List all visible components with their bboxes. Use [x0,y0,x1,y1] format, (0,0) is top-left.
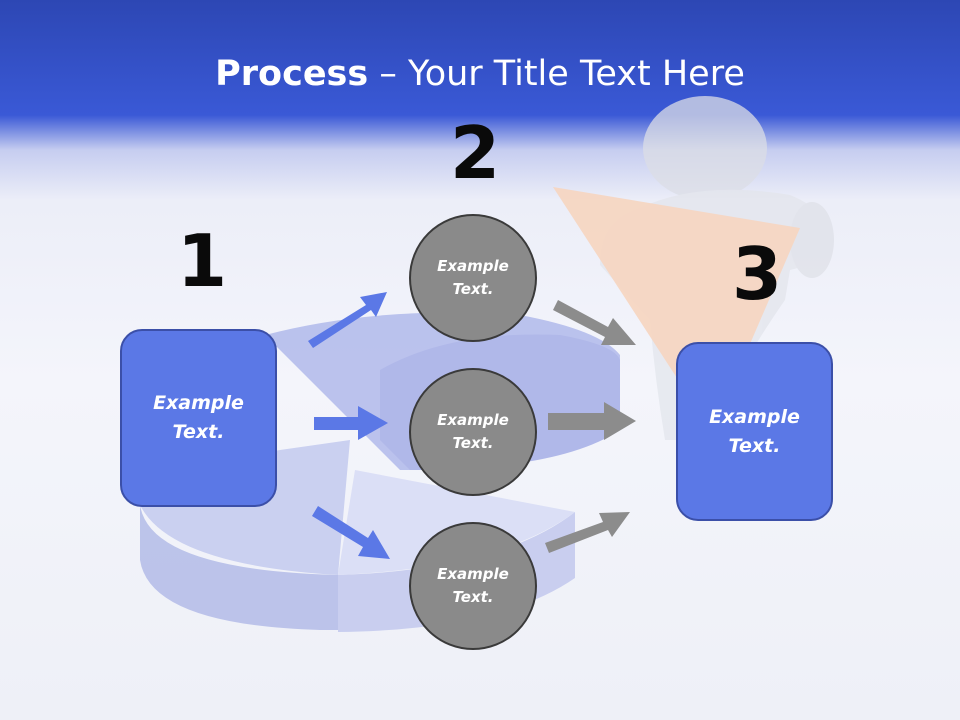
blue-arrow-down [312,506,390,559]
title-bold: Process [215,54,369,94]
step-circle-2-label: Example Text. [437,411,509,452]
gray-arrow-up [545,512,630,553]
blue-arrow-right [314,406,388,440]
step-number-2: 2 [450,111,501,195]
title-rest: – Your Title Text Here [368,54,745,94]
step-box-1: Example Text. [120,329,277,507]
blue-arrow-up [308,292,387,348]
gray-arrow-right [548,402,636,440]
gray-arrow-down [553,300,636,345]
step-number-3: 3 [732,232,783,316]
step-circle-3: Example Text. [409,522,537,650]
step-box-3-label: Example Text. [709,405,800,457]
step-circle-1: Example Text. [409,214,537,342]
step-box-3: Example Text. [676,342,833,521]
page-title: Process – Your Title Text Here [0,52,960,96]
step-circle-3-label: Example Text. [437,565,509,606]
step-number-1: 1 [177,219,228,303]
step-circle-1-label: Example Text. [437,257,509,298]
step-box-1-label: Example Text. [153,392,244,443]
step-circle-2: Example Text. [409,368,537,496]
